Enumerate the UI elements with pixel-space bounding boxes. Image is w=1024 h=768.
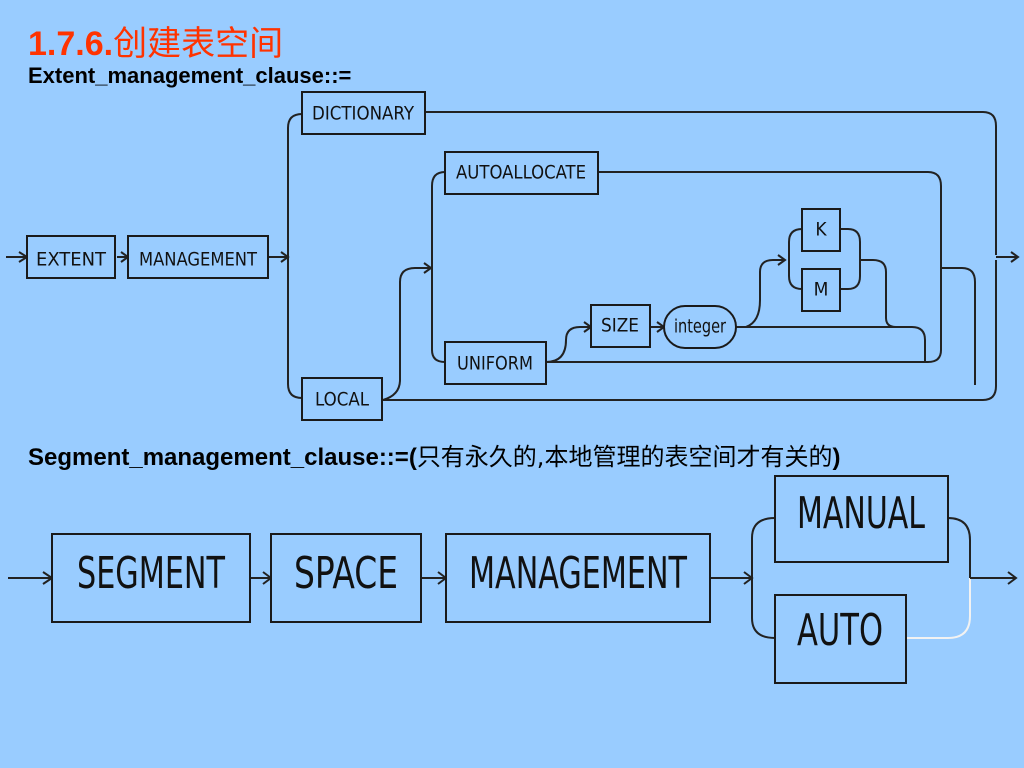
dictionary-bypass-line xyxy=(425,111,997,255)
segment-management-keyword-text: MANAGEMENT xyxy=(469,548,688,599)
dictionary-keyword-text: DICTIONARY xyxy=(312,103,415,125)
extent-entry-line xyxy=(6,251,29,263)
uniform-to-size-line xyxy=(545,321,593,363)
segment-keyword: SEGMENT xyxy=(51,533,251,623)
auto-keyword: AUTO xyxy=(774,594,907,684)
page-title: 1.7.6.创建表空间 xyxy=(28,16,283,65)
title-text: 创建表空间 xyxy=(113,24,284,64)
k-keyword-text: K xyxy=(815,219,827,241)
km-exit-line xyxy=(860,259,897,328)
size-keyword: SIZE xyxy=(590,304,651,348)
local-keyword: LOCAL xyxy=(301,377,383,421)
uniform-branch-line xyxy=(431,268,446,363)
segment-final-exit-arrow xyxy=(970,571,1018,585)
extent-to-management-line xyxy=(117,251,130,263)
final-exit-arrow xyxy=(996,251,1020,263)
management-exit-line xyxy=(268,251,290,263)
segment-clause-label-prefix: Segment_management_clause::=( xyxy=(28,444,417,471)
space-keyword: SPACE xyxy=(270,533,422,623)
local-keyword-text: LOCAL xyxy=(315,389,369,411)
km-entry-line xyxy=(745,254,787,328)
management-to-options-line xyxy=(710,571,754,585)
k-exit-line xyxy=(840,228,861,290)
extent-keyword: EXTENT xyxy=(26,235,116,279)
extent-diagram: EXTENT MANAGEMENT DICTIONARY LOCAL AUTOA… xyxy=(6,91,1020,421)
management-keyword-text: MANAGEMENT xyxy=(139,249,258,271)
segment-clause-label: Segment_management_clause::=(只有永久的,本地管理的… xyxy=(28,437,840,472)
local-exit-line xyxy=(383,260,997,401)
dictionary-branch-line xyxy=(287,113,303,257)
k-keyword: K xyxy=(801,208,841,252)
integer-exit-line xyxy=(736,326,926,362)
auto-exit-line xyxy=(906,578,971,639)
uniform-keyword: UNIFORM xyxy=(444,341,547,385)
auto-branch-line xyxy=(751,578,776,639)
dictionary-keyword: DICTIONARY xyxy=(301,91,426,135)
auto-keyword-text: AUTO xyxy=(797,605,883,656)
uniform-keyword-text: UNIFORM xyxy=(457,353,533,375)
space-to-management-line xyxy=(421,571,448,585)
manual-keyword: MANUAL xyxy=(774,475,949,563)
inner-return-line xyxy=(941,267,976,385)
segment-management-keyword: MANAGEMENT xyxy=(445,533,711,623)
segment-diagram: SEGMENT SPACE MANAGEMENT MANUAL AUTO xyxy=(8,475,1018,684)
k-branch-line xyxy=(788,228,803,260)
segment-entry-line xyxy=(8,571,54,585)
autoallocate-keyword-text: AUTOALLOCATE xyxy=(456,162,586,184)
size-keyword-text: SIZE xyxy=(601,315,639,337)
segment-to-space-line xyxy=(250,571,273,585)
autoallocate-keyword: AUTOALLOCATE xyxy=(444,151,599,195)
integer-parameter: integer xyxy=(663,305,737,349)
autoallocate-branch-line xyxy=(431,171,446,268)
management-keyword: MANAGEMENT xyxy=(127,235,269,279)
m-keyword: M xyxy=(801,268,841,312)
local-loop-line xyxy=(382,262,433,401)
space-keyword-text: SPACE xyxy=(294,548,398,599)
manual-exit-line xyxy=(947,517,971,578)
m-branch-line xyxy=(788,260,803,290)
autoallocate-exit-line xyxy=(598,171,942,363)
title-number: 1.7.6. xyxy=(28,25,114,63)
extent-keyword-text: EXTENT xyxy=(36,249,107,271)
segment-keyword-text: SEGMENT xyxy=(77,548,226,599)
extent-clause-label: Extent_management_clause::= xyxy=(28,63,352,88)
segment-clause-label-suffix: ) xyxy=(832,444,841,471)
manual-keyword-text: MANUAL xyxy=(797,488,925,539)
manual-branch-line xyxy=(751,517,776,578)
local-branch-line xyxy=(287,257,303,399)
size-to-integer-line xyxy=(650,321,666,333)
segment-clause-label-note: 只有永久的,本地管理的表空间才有关的 xyxy=(416,443,833,471)
m-keyword-text: M xyxy=(814,279,829,301)
integer-parameter-text: integer xyxy=(674,316,727,338)
